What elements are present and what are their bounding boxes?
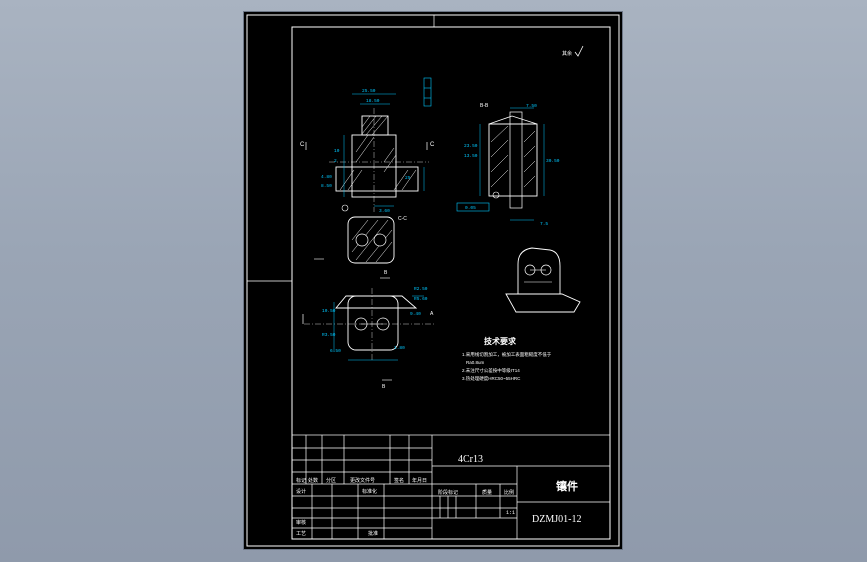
tech-req-line: Ra0.8um <box>466 360 485 365</box>
tech-req-line: 1.采用线切割加工，被加工表面粗糙度不低于 <box>462 351 552 358</box>
svg-text:3.60: 3.60 <box>379 208 390 214</box>
stage-label: 阶段标记 <box>438 489 458 496</box>
svg-text:10.50: 10.50 <box>322 308 336 314</box>
svg-text:10: 10 <box>334 148 340 154</box>
hdr-date: 年月日 <box>412 477 427 484</box>
design-label: 设计 <box>296 488 306 495</box>
svg-text:7.50: 7.50 <box>526 103 537 109</box>
svg-text:0.05: 0.05 <box>465 205 476 211</box>
svg-text:B-B: B-B <box>480 103 489 109</box>
part-name: 镶件 <box>556 479 578 493</box>
inner-border <box>291 26 611 540</box>
svg-text:B: B <box>382 384 386 390</box>
drawing-number: DZMJ01-12 <box>532 514 581 525</box>
svg-text:4.80: 4.80 <box>321 174 332 180</box>
svg-text:25: 25 <box>405 175 411 181</box>
approve-label: 批准 <box>368 530 378 537</box>
drawing-sheet: 其余 C C 25.50 18.5 <box>244 12 622 549</box>
svg-text:R2.50: R2.50 <box>414 286 428 292</box>
svg-text:C-C: C-C <box>398 216 407 222</box>
hdr-signature: 签名 <box>394 477 404 484</box>
hdr-mark: 标记 <box>296 477 306 484</box>
title-block <box>291 434 611 540</box>
svg-text:23.50: 23.50 <box>464 143 478 149</box>
svg-text:1.80: 1.80 <box>394 345 405 351</box>
review-label: 审核 <box>296 519 306 526</box>
bottom-view: B A R2.50 R5.60 10.50 R3.50 6.50 9.40 1.… <box>302 270 434 390</box>
svg-text:13.50: 13.50 <box>464 153 478 159</box>
tech-req-line: 3.热处理硬度HRC50~55HRC <box>462 375 521 382</box>
outer-border <box>246 14 620 547</box>
hdr-change-doc: 更改文件号 <box>350 477 375 484</box>
svg-text:6.50: 6.50 <box>330 348 341 354</box>
hdr-zone: 分区 <box>326 477 336 484</box>
svg-text:30.50: 30.50 <box>546 158 560 164</box>
svg-text:8.50: 8.50 <box>321 183 332 189</box>
standardize-label: 标准化 <box>362 488 377 495</box>
svg-text:18.50: 18.50 <box>366 98 380 104</box>
title-block-text: 标记 处数 分区 更改文件号 签名 年月日 设计 标准化 阶段标记 质量 比例 … <box>296 454 581 537</box>
svg-text:B: B <box>384 270 388 276</box>
scale-label: 比例 <box>504 489 514 496</box>
svg-text:2: 2 <box>334 158 337 164</box>
scale-value: 1:1 <box>506 510 515 516</box>
section-c-c: C-C <box>314 216 407 264</box>
tech-req-title: 技术要求 <box>484 336 517 346</box>
surface-finish-note: 其余 <box>562 45 584 57</box>
weight-label: 质量 <box>482 489 492 496</box>
svg-text:C: C <box>300 142 305 148</box>
svg-text:9.40: 9.40 <box>410 311 421 317</box>
svg-text:C: C <box>430 142 435 148</box>
svg-text:R5.60: R5.60 <box>414 296 428 302</box>
section-b-b: B-B 7.50 23.50 13.50 30.50 7.5 0.05 <box>456 103 560 227</box>
svg-text:25.50: 25.50 <box>362 88 376 94</box>
hdr-count: 处数 <box>308 477 318 484</box>
svg-text:7.5: 7.5 <box>540 221 548 227</box>
front-view: C C 25.50 18.50 10 2 4.80 8.50 25 3.60 <box>300 77 435 214</box>
process-label: 工艺 <box>296 531 306 537</box>
svg-text:A: A <box>430 311 434 317</box>
tech-req-line: 2.未注尺寸公差按中等级IT14 <box>462 367 520 374</box>
isometric-view <box>505 247 581 313</box>
technical-requirements: 技术要求 1.采用线切割加工，被加工表面粗糙度不低于 Ra0.8um 2.未注尺… <box>462 336 552 382</box>
svg-text:R3.50: R3.50 <box>322 332 336 338</box>
cad-drawing: 其余 C C 25.50 18.5 <box>246 14 620 547</box>
svg-text:其余: 其余 <box>562 50 572 57</box>
material: 4Cr13 <box>458 454 483 465</box>
